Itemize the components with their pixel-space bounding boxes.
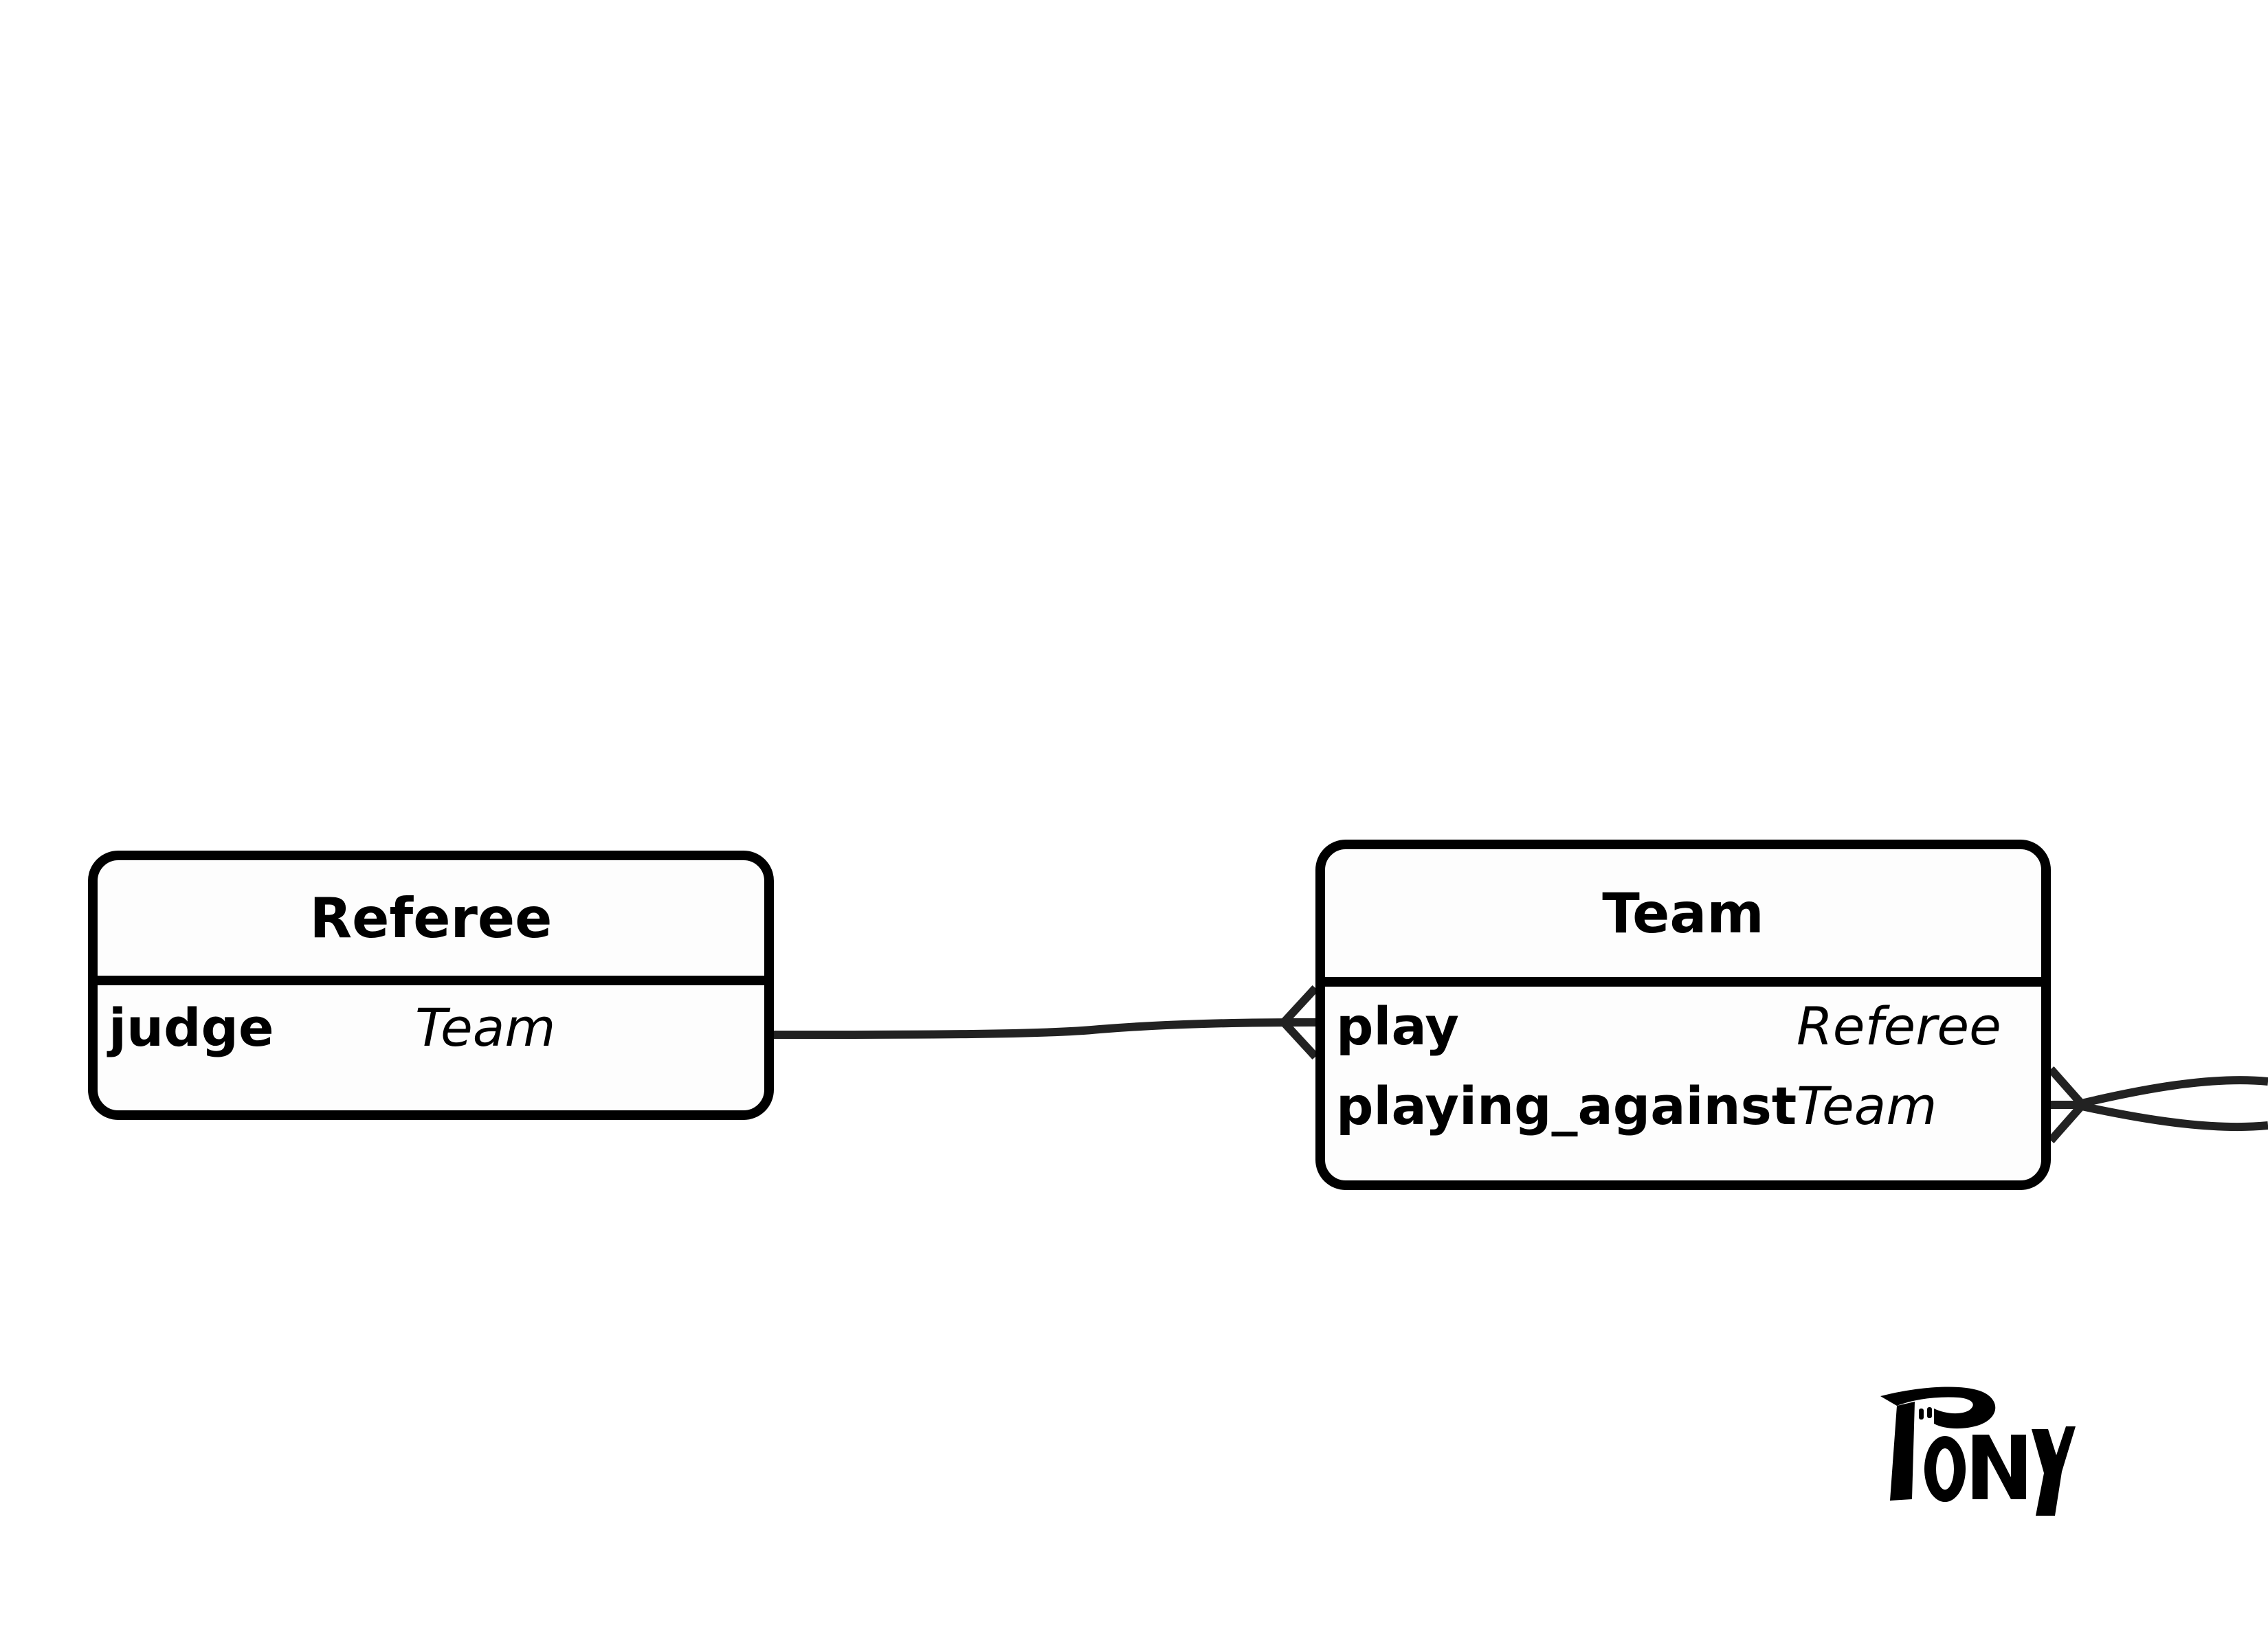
attribute-name: playing_against	[1336, 1075, 1797, 1136]
attribute-type: Team	[1797, 1075, 1937, 1136]
attribute-row: playing_against Team	[1336, 1066, 2041, 1146]
link-self-lower	[2074, 1101, 2268, 1132]
entity-title: Referee	[98, 860, 764, 985]
entity-attributes: play Referee playing_against Team	[1325, 987, 2041, 1146]
attribute-row: play Referee	[1336, 987, 2041, 1066]
crowfoot-team-play	[1278, 985, 1319, 1060]
link-judge-play	[773, 1018, 1316, 1039]
entity-referee[interactable]: Referee judge Team	[88, 851, 774, 1120]
entity-title: Team	[1325, 849, 2041, 987]
crowfoot-team-playing-against	[2047, 1066, 2089, 1143]
pony-logo-icon	[1880, 1387, 2076, 1516]
entity-team[interactable]: Team play Referee playing_against Team	[1315, 840, 2051, 1190]
entity-attributes: judge Team	[98, 985, 764, 1068]
attribute-name: judge	[109, 997, 274, 1058]
attribute-name: play	[1336, 996, 1459, 1057]
attribute-type: Referee	[1797, 996, 2001, 1057]
attribute-row: judge Team	[109, 988, 764, 1068]
attribute-type: Team	[415, 997, 556, 1058]
link-self-upper	[2074, 1076, 2268, 1109]
